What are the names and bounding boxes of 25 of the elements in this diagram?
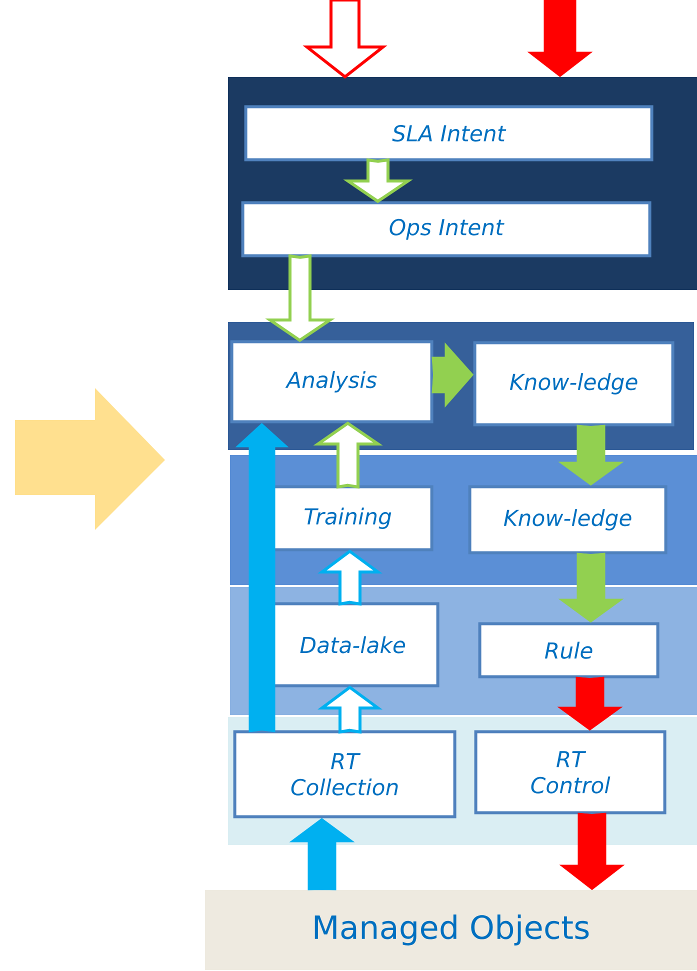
- block-arrow: [558, 676, 622, 731]
- block-arrow: [560, 812, 624, 890]
- block-arrow: [302, 0, 388, 79]
- block-arrow: [313, 421, 383, 489]
- managed-objects-box: Managed Objects: [205, 890, 697, 970]
- block-arrow: [317, 549, 383, 606]
- process-box: SLA Intent: [244, 105, 654, 162]
- block-arrow: [558, 424, 624, 486]
- block-arrow: [236, 423, 288, 732]
- process-box: Analysis: [230, 340, 434, 424]
- process-box: Data-lake: [266, 602, 440, 688]
- block-arrow: [528, 0, 592, 78]
- block-arrow: [317, 685, 383, 734]
- process-box: Ops Intent: [241, 201, 652, 258]
- process-box: Know-ledge: [473, 341, 674, 426]
- process-box: RT Control: [474, 730, 666, 814]
- block-arrow: [290, 818, 354, 890]
- process-box: RT Collection: [233, 730, 456, 818]
- process-box: Know-ledge: [468, 485, 668, 554]
- process-box: Rule: [478, 622, 660, 678]
- block-arrow: [343, 158, 413, 204]
- block-arrow: [265, 254, 335, 342]
- block-arrow: [558, 552, 624, 623]
- process-box: Training: [262, 485, 434, 552]
- block-arrow: [432, 342, 474, 408]
